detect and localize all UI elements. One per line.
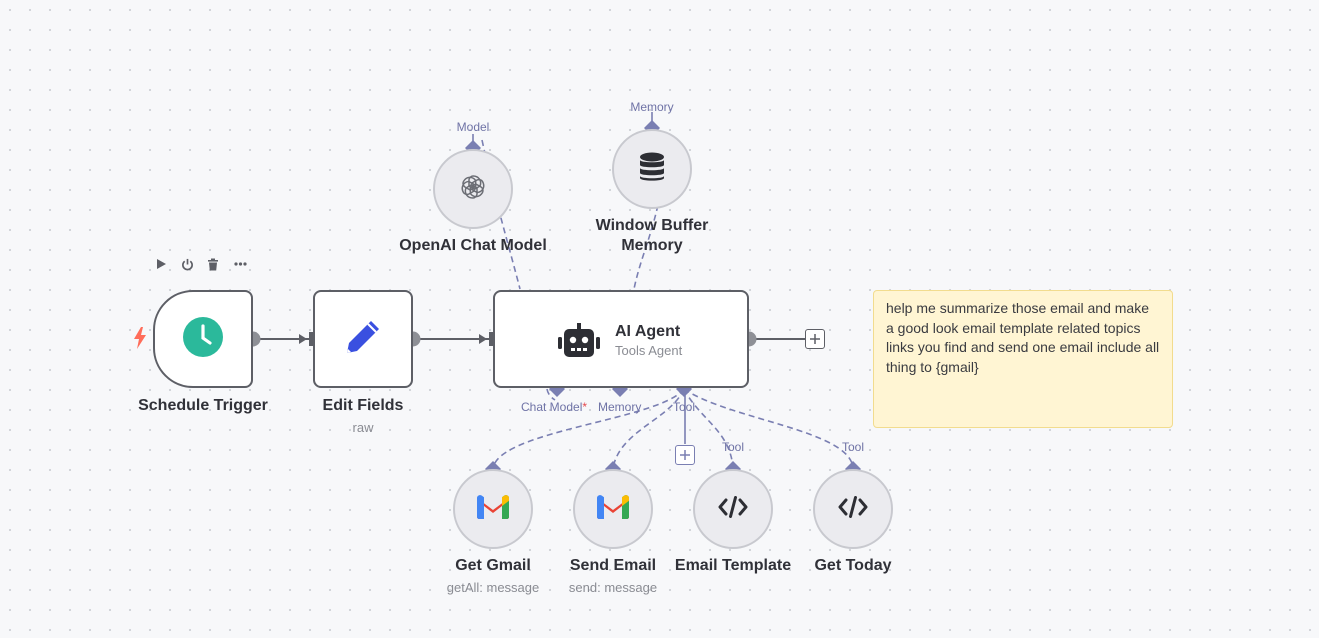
trash-icon[interactable] bbox=[205, 256, 221, 272]
power-icon[interactable] bbox=[179, 256, 195, 272]
window-buffer-memory-node[interactable] bbox=[612, 129, 692, 209]
get-today-node[interactable] bbox=[813, 469, 893, 549]
window-buffer-memory-title-2: Memory bbox=[621, 237, 683, 254]
ai-agent-subtitle: Tools Agent bbox=[615, 343, 683, 358]
openai-icon bbox=[458, 172, 488, 207]
memory-port-label: Memory bbox=[630, 100, 674, 114]
openai-chat-model-node[interactable] bbox=[433, 149, 513, 229]
pencil-icon bbox=[341, 315, 385, 364]
get-today-title: Get Today bbox=[814, 557, 892, 574]
ai-agent-node[interactable]: AI Agent Tools Agent bbox=[493, 290, 749, 388]
connection-tool-get-today[interactable] bbox=[683, 388, 854, 469]
code-icon bbox=[838, 495, 868, 523]
add-node-button[interactable] bbox=[805, 329, 825, 349]
gmail-icon bbox=[597, 494, 629, 524]
send-email-subtitle: send: message bbox=[568, 580, 658, 595]
edit-fields-node[interactable] bbox=[313, 290, 413, 388]
window-buffer-memory-title-1: Window Buffer bbox=[595, 217, 709, 234]
ai-agent-title: AI Agent bbox=[615, 323, 681, 340]
connection-chatmodel-stub bbox=[546, 388, 556, 401]
gmail-icon bbox=[477, 494, 509, 524]
code-icon bbox=[718, 495, 748, 523]
agent-port-chat-model-label: Chat Model* bbox=[521, 400, 588, 414]
robot-icon bbox=[558, 323, 600, 364]
schedule-trigger-node[interactable] bbox=[153, 290, 253, 388]
get-gmail-node[interactable] bbox=[453, 469, 533, 549]
agent-port-tool-label: Tool bbox=[673, 400, 696, 414]
database-icon bbox=[639, 152, 665, 187]
agent-port-memory-label: Memory bbox=[598, 400, 642, 414]
plus-icon bbox=[810, 334, 820, 344]
more-icon[interactable] bbox=[232, 256, 248, 272]
send-email-title: Send Email bbox=[569, 557, 657, 574]
sticky-note-text[interactable]: help me summarize those email and make a… bbox=[886, 300, 1160, 375]
plus-icon bbox=[680, 450, 690, 460]
email-template-port-label: Tool bbox=[721, 440, 744, 454]
add-tool-button[interactable] bbox=[675, 445, 695, 465]
email-template-title: Email Template bbox=[674, 557, 792, 574]
send-email-node[interactable] bbox=[573, 469, 653, 549]
edit-fields-title: Edit Fields bbox=[322, 397, 404, 414]
get-gmail-subtitle: getAll: message bbox=[446, 580, 540, 595]
email-template-node[interactable] bbox=[693, 469, 773, 549]
get-gmail-title: Get Gmail bbox=[455, 557, 531, 574]
schedule-trigger-title: Schedule Trigger bbox=[138, 397, 268, 414]
openai-chat-model-title: OpenAI Chat Model bbox=[399, 237, 547, 254]
clock-icon bbox=[183, 316, 223, 362]
model-port-label: Model bbox=[456, 120, 490, 134]
edit-fields-subtitle: raw bbox=[352, 420, 374, 435]
trigger-lightning-icon bbox=[133, 327, 147, 354]
play-icon[interactable] bbox=[153, 256, 169, 272]
sticky-note[interactable]: help me summarize those email and make a… bbox=[873, 290, 1173, 428]
get-today-port-label: Tool bbox=[841, 440, 864, 454]
